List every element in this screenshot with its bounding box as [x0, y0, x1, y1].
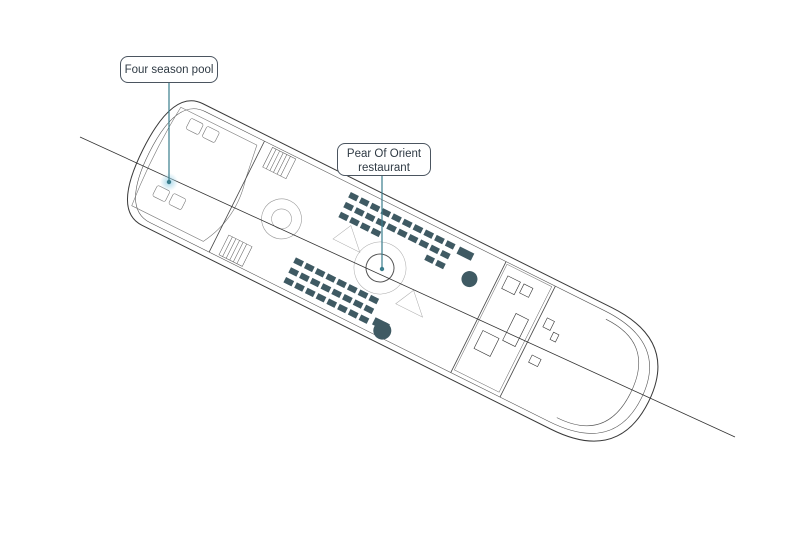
rosette-center-outer	[353, 241, 407, 295]
galley-room	[454, 263, 553, 393]
galley-equipment	[473, 275, 560, 368]
stern-wall	[208, 140, 265, 253]
pool-callout[interactable]: Four season pool	[120, 56, 218, 83]
pool-deck	[131, 106, 258, 242]
rosette-left-inner	[271, 208, 292, 230]
bow-deck	[556, 318, 639, 427]
stair-bottom	[218, 234, 253, 267]
dining-tables-lower	[283, 257, 390, 332]
fan-right	[395, 289, 423, 318]
rosette-center	[365, 253, 395, 283]
hull-outline	[126, 100, 659, 442]
stair-top	[262, 147, 297, 179]
axis-line	[79, 136, 736, 438]
ship-hull-group	[126, 100, 659, 442]
dining-tables-upper	[338, 192, 475, 270]
restaurant-callout[interactable]: Pear Of Orient restaurant	[337, 143, 431, 176]
fan-left	[332, 225, 361, 253]
galley-wall	[450, 261, 507, 373]
planter-1	[461, 271, 478, 288]
rosette-left	[261, 198, 302, 240]
hull-inner	[135, 108, 650, 434]
pool-loungers	[152, 118, 220, 210]
